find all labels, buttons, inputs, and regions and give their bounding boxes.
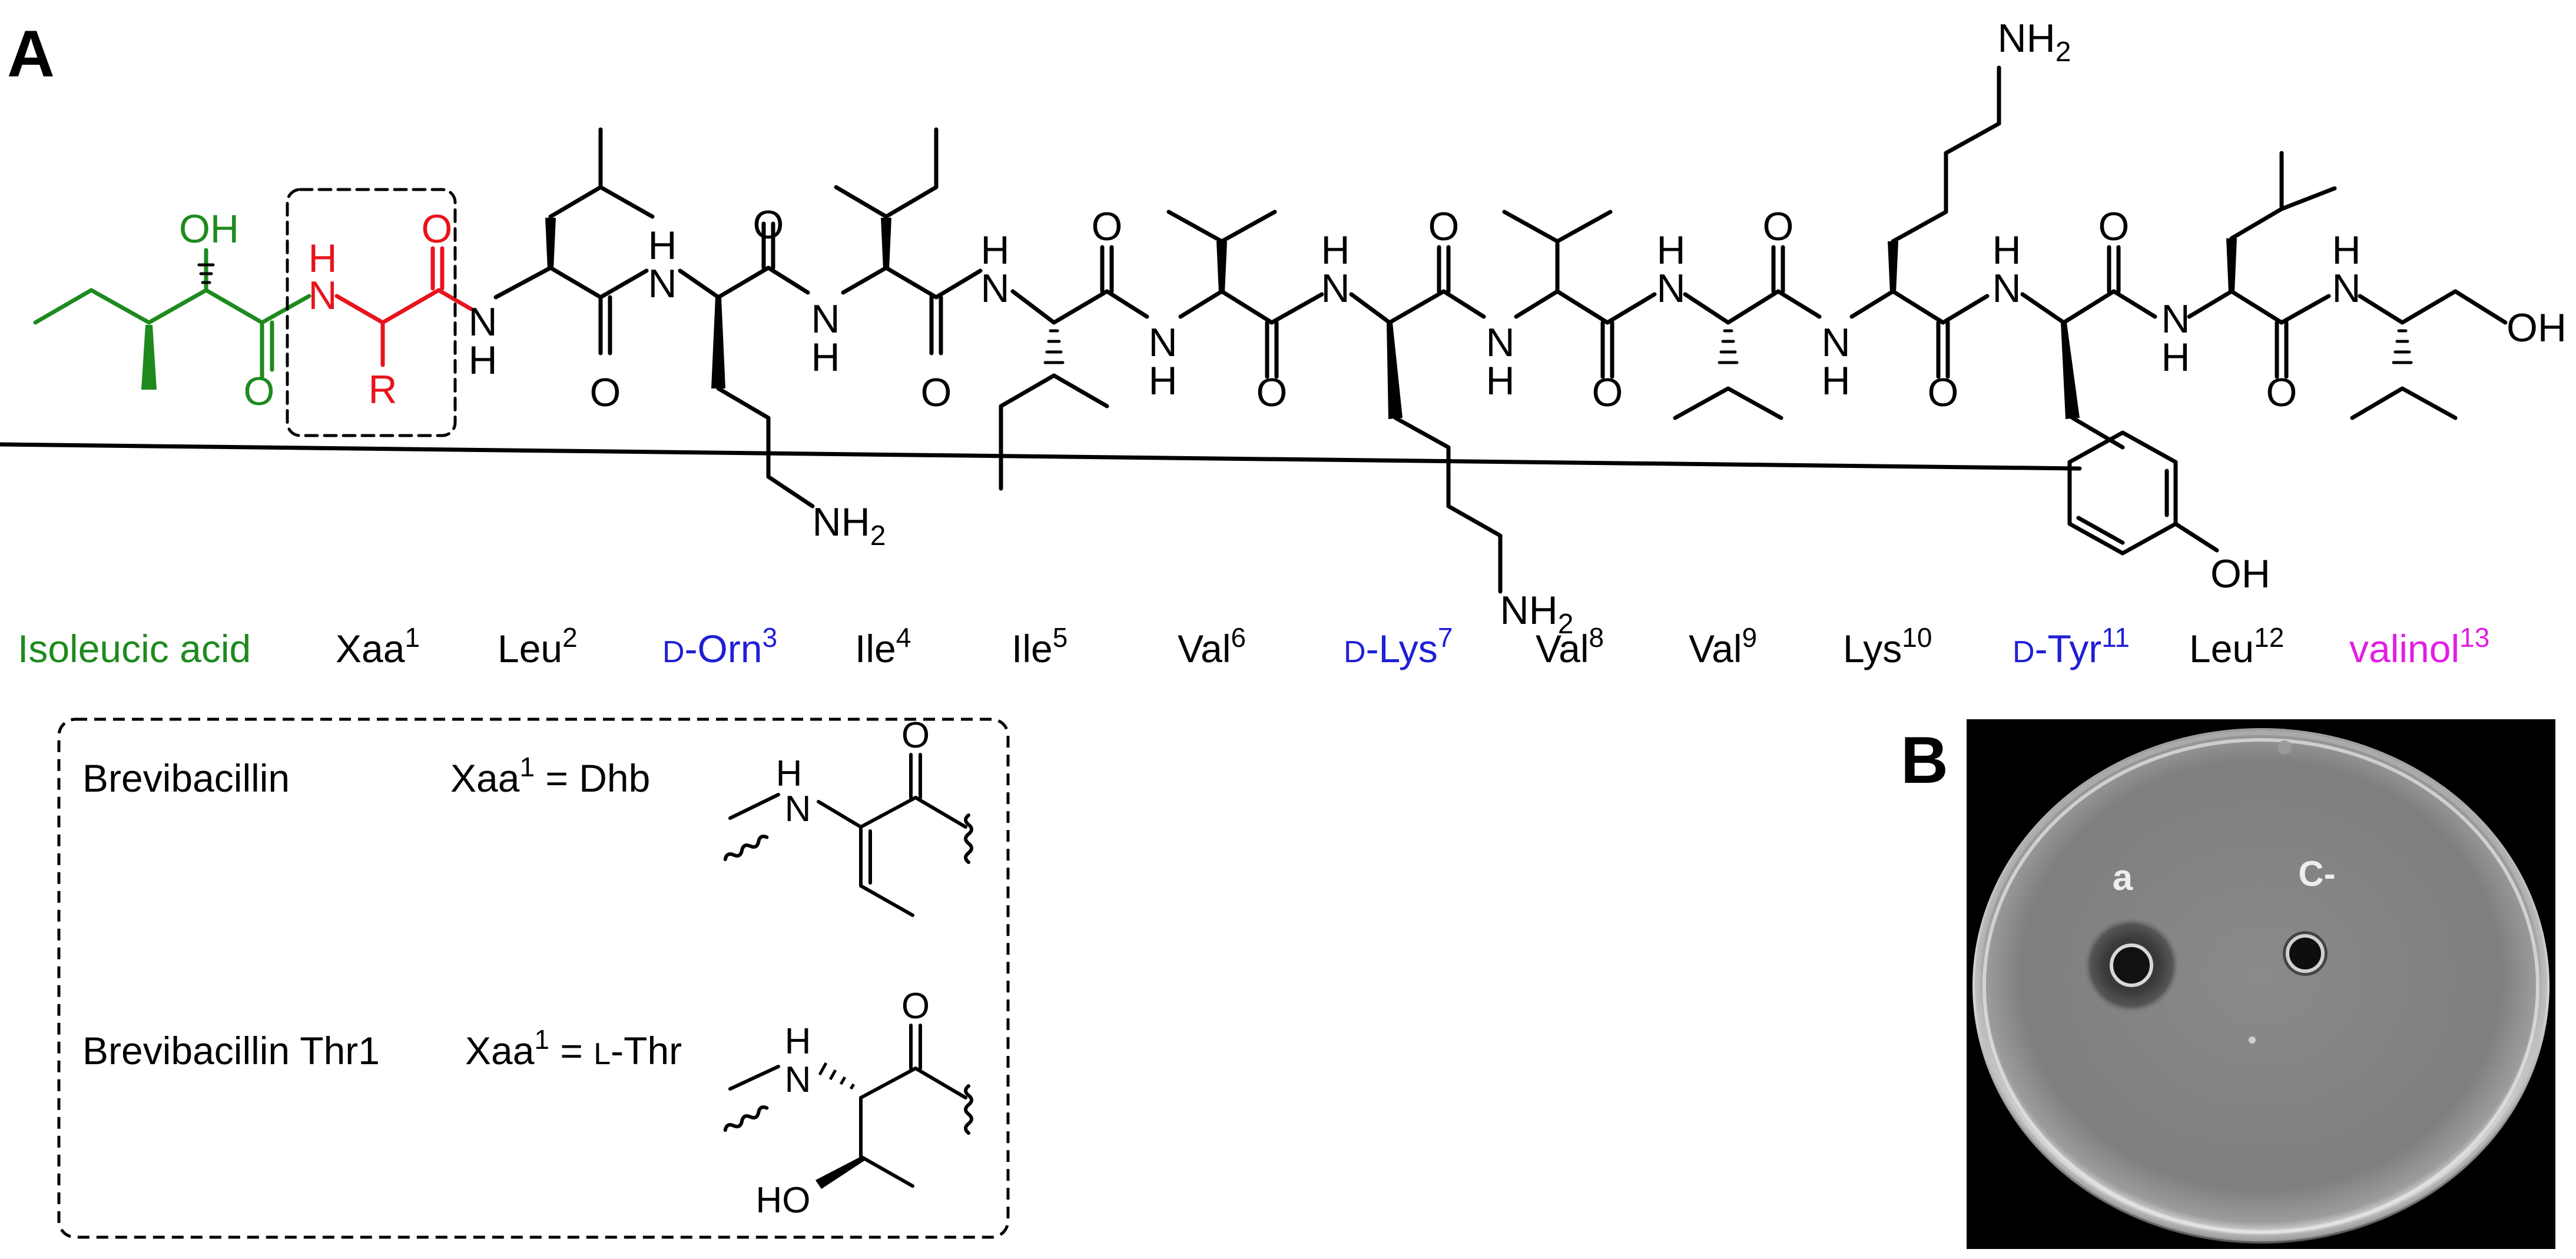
panel-b-label: B: [1901, 723, 1948, 797]
stereo-hashes: [197, 263, 2413, 364]
thr-oh-wedge: [815, 1157, 864, 1189]
thr-stereo: [818, 1062, 856, 1090]
residue-label-2: Xaa1: [336, 622, 420, 670]
residue-label-11: Lys10: [1843, 622, 1932, 670]
residue-label-13: Leu12: [2189, 622, 2284, 670]
residue-label-14: valinol13: [2349, 622, 2489, 670]
lys7-o-label: O: [1428, 204, 1460, 249]
residue-label-3: Leu2: [498, 622, 578, 670]
residue-label-6: Ile5: [1012, 622, 1067, 670]
dhb-structure: [723, 753, 973, 917]
dhb-n-label: N: [785, 789, 811, 829]
variant-1-name: Brevibacillin: [82, 756, 290, 800]
ile4-o-label: O: [921, 370, 952, 415]
isoleucic-o-label: O: [244, 369, 275, 414]
ile5-h-label: H: [980, 228, 1009, 273]
thr-n-label: N: [785, 1059, 811, 1100]
val9-o-label: O: [1763, 204, 1794, 249]
residue-label-9: Val8: [1536, 622, 1604, 670]
stereo-wedges: [545, 218, 2237, 419]
tyr11-n-label: N: [1992, 266, 2021, 311]
xaa1-highlight-box: [286, 188, 457, 437]
lys7-n-label: N: [1321, 266, 1350, 311]
plate-label-a: a: [2113, 858, 2133, 898]
orn3-nh2-label: NH2: [813, 500, 886, 552]
leu2-o-label: O: [590, 370, 621, 415]
residue-label-8: D-Lys7: [1344, 622, 1453, 670]
lys10-h-label: H: [1821, 358, 1850, 403]
val6-n-label: N: [1148, 320, 1177, 365]
val6-o-label: O: [1256, 370, 1288, 415]
ile4-h-label: H: [811, 335, 840, 380]
thr-ho-label: HO: [756, 1180, 811, 1221]
peptide-structure: [0, 65, 2508, 594]
leu12-n-label: N: [2161, 297, 2190, 341]
val8-h-label: H: [1486, 358, 1514, 403]
residue-label-1: Isoleucic acid: [18, 627, 251, 670]
leu2-h-label: H: [468, 338, 497, 383]
residue-label-7: Val6: [1178, 622, 1246, 670]
orn3-o-label: O: [753, 202, 784, 247]
val9-n-label: N: [1656, 266, 1685, 311]
leu12-h-label: H: [2161, 335, 2190, 380]
xaa-o-label: O: [422, 207, 453, 251]
thr-structure: [723, 1024, 973, 1188]
lys7-h-label: H: [1321, 228, 1350, 273]
val6-h-label: H: [1148, 358, 1177, 403]
lys10-nh2-label: NH2: [1998, 16, 2071, 68]
thr-h-label: H: [785, 1021, 811, 1062]
panel-a-label: A: [7, 17, 55, 91]
tyr11-h-label: H: [1992, 228, 2021, 273]
xaa-h-label: H: [308, 236, 337, 281]
ile4-n-label: N: [811, 297, 840, 341]
variant-2-name: Brevibacillin Thr1: [82, 1029, 380, 1072]
valinol-oh-label: OH: [2507, 305, 2567, 350]
valinol-n-label: N: [2332, 266, 2360, 311]
val8-n-label: N: [1486, 320, 1514, 365]
residue-label-5: Ile4: [855, 622, 911, 670]
lys7-nh2-label: NH2: [1500, 588, 1574, 640]
residue-label-4: D-Orn3: [662, 622, 777, 670]
orn3-n-label: N: [648, 261, 677, 306]
atom-labels: OH O H N O R N H O H N O NH2 N H O H N O…: [179, 16, 2567, 640]
tyr11-o-label: O: [2098, 204, 2130, 249]
tyr11-oh-label: OH: [2210, 552, 2270, 596]
lys10-n-label: N: [1821, 320, 1850, 365]
dhb-h-label: H: [776, 753, 803, 794]
residue-labels: Isoleucic acid Xaa1 Leu2 D-Orn3 Ile4 Ile…: [18, 622, 2489, 670]
dhb-o-label: O: [901, 715, 930, 756]
xaa1-moiety: [334, 246, 473, 367]
ile5-n-label: N: [980, 266, 1009, 311]
orn3-h-label: H: [648, 223, 677, 268]
variant-2-definition: Xaa1 = L-Thr: [465, 1024, 682, 1072]
variant-box: Brevibacillin Xaa1 = Dhb Brevibacillin T…: [57, 715, 1010, 1239]
leu12-o-label: O: [2266, 370, 2297, 415]
xaa-n-label: N: [308, 273, 337, 318]
residue-label-12: D-Tyr11: [2013, 622, 2130, 670]
leu2-n-label: N: [468, 300, 497, 344]
isoleucic-acid-moiety: [33, 248, 311, 390]
isoleucic-oh-label: OH: [179, 207, 239, 251]
residue-label-10: Val9: [1689, 622, 1757, 670]
agar-plate-photo: a C-: [1967, 719, 2555, 1249]
val9-h-label: H: [1656, 228, 1685, 273]
val8-o-label: O: [1592, 370, 1623, 415]
xaa-r-label: R: [368, 367, 397, 412]
lys10-o-label: O: [1928, 370, 1959, 415]
valinol-h-label: H: [2332, 228, 2360, 273]
variant-1-definition: Xaa1 = Dhb: [450, 752, 650, 800]
peptide-backbone: [0, 65, 2508, 594]
thr-o-label: O: [901, 986, 930, 1027]
plate-label-control: C-: [2298, 854, 2335, 893]
ile5-o-label: O: [1092, 204, 1123, 249]
